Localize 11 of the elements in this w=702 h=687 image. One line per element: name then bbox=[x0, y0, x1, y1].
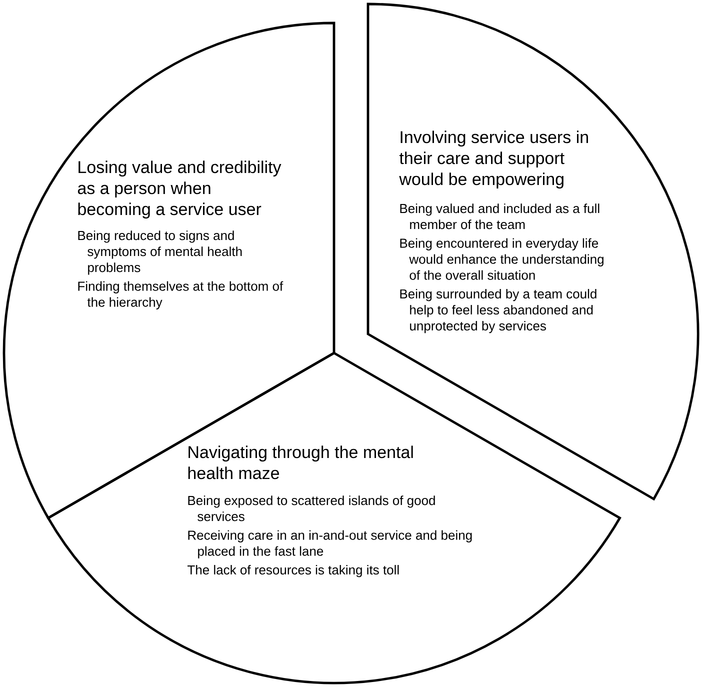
list-item: Being valued and included as a full member of the team bbox=[400, 204, 600, 230]
heading: Losing value and credibility as a person when becoming a service user bbox=[78, 160, 282, 219]
list-item: The lack of resources is taking its toll bbox=[188, 564, 399, 578]
list-item: Being reduced to signs and symptoms of mental health problems bbox=[78, 230, 242, 275]
list-item: Being surrounded by a team could help to feel less abandoned and unprotected by services bbox=[400, 288, 596, 334]
heading: Involving service users in their care and support would be empowering bbox=[399, 130, 588, 189]
heading: Navigating through the mental health maze bbox=[188, 446, 413, 480]
list-item: Being exposed to scattered islands of good services bbox=[188, 496, 435, 522]
list-item: Receiving care in an in-and-out service and being placed in the fast lane bbox=[188, 530, 472, 558]
list-item: Finding themselves at the bottom of the hierarchy bbox=[78, 281, 284, 310]
list-item: Being encountered in everyday life would enhance the understanding of the overall situation bbox=[400, 238, 604, 280]
